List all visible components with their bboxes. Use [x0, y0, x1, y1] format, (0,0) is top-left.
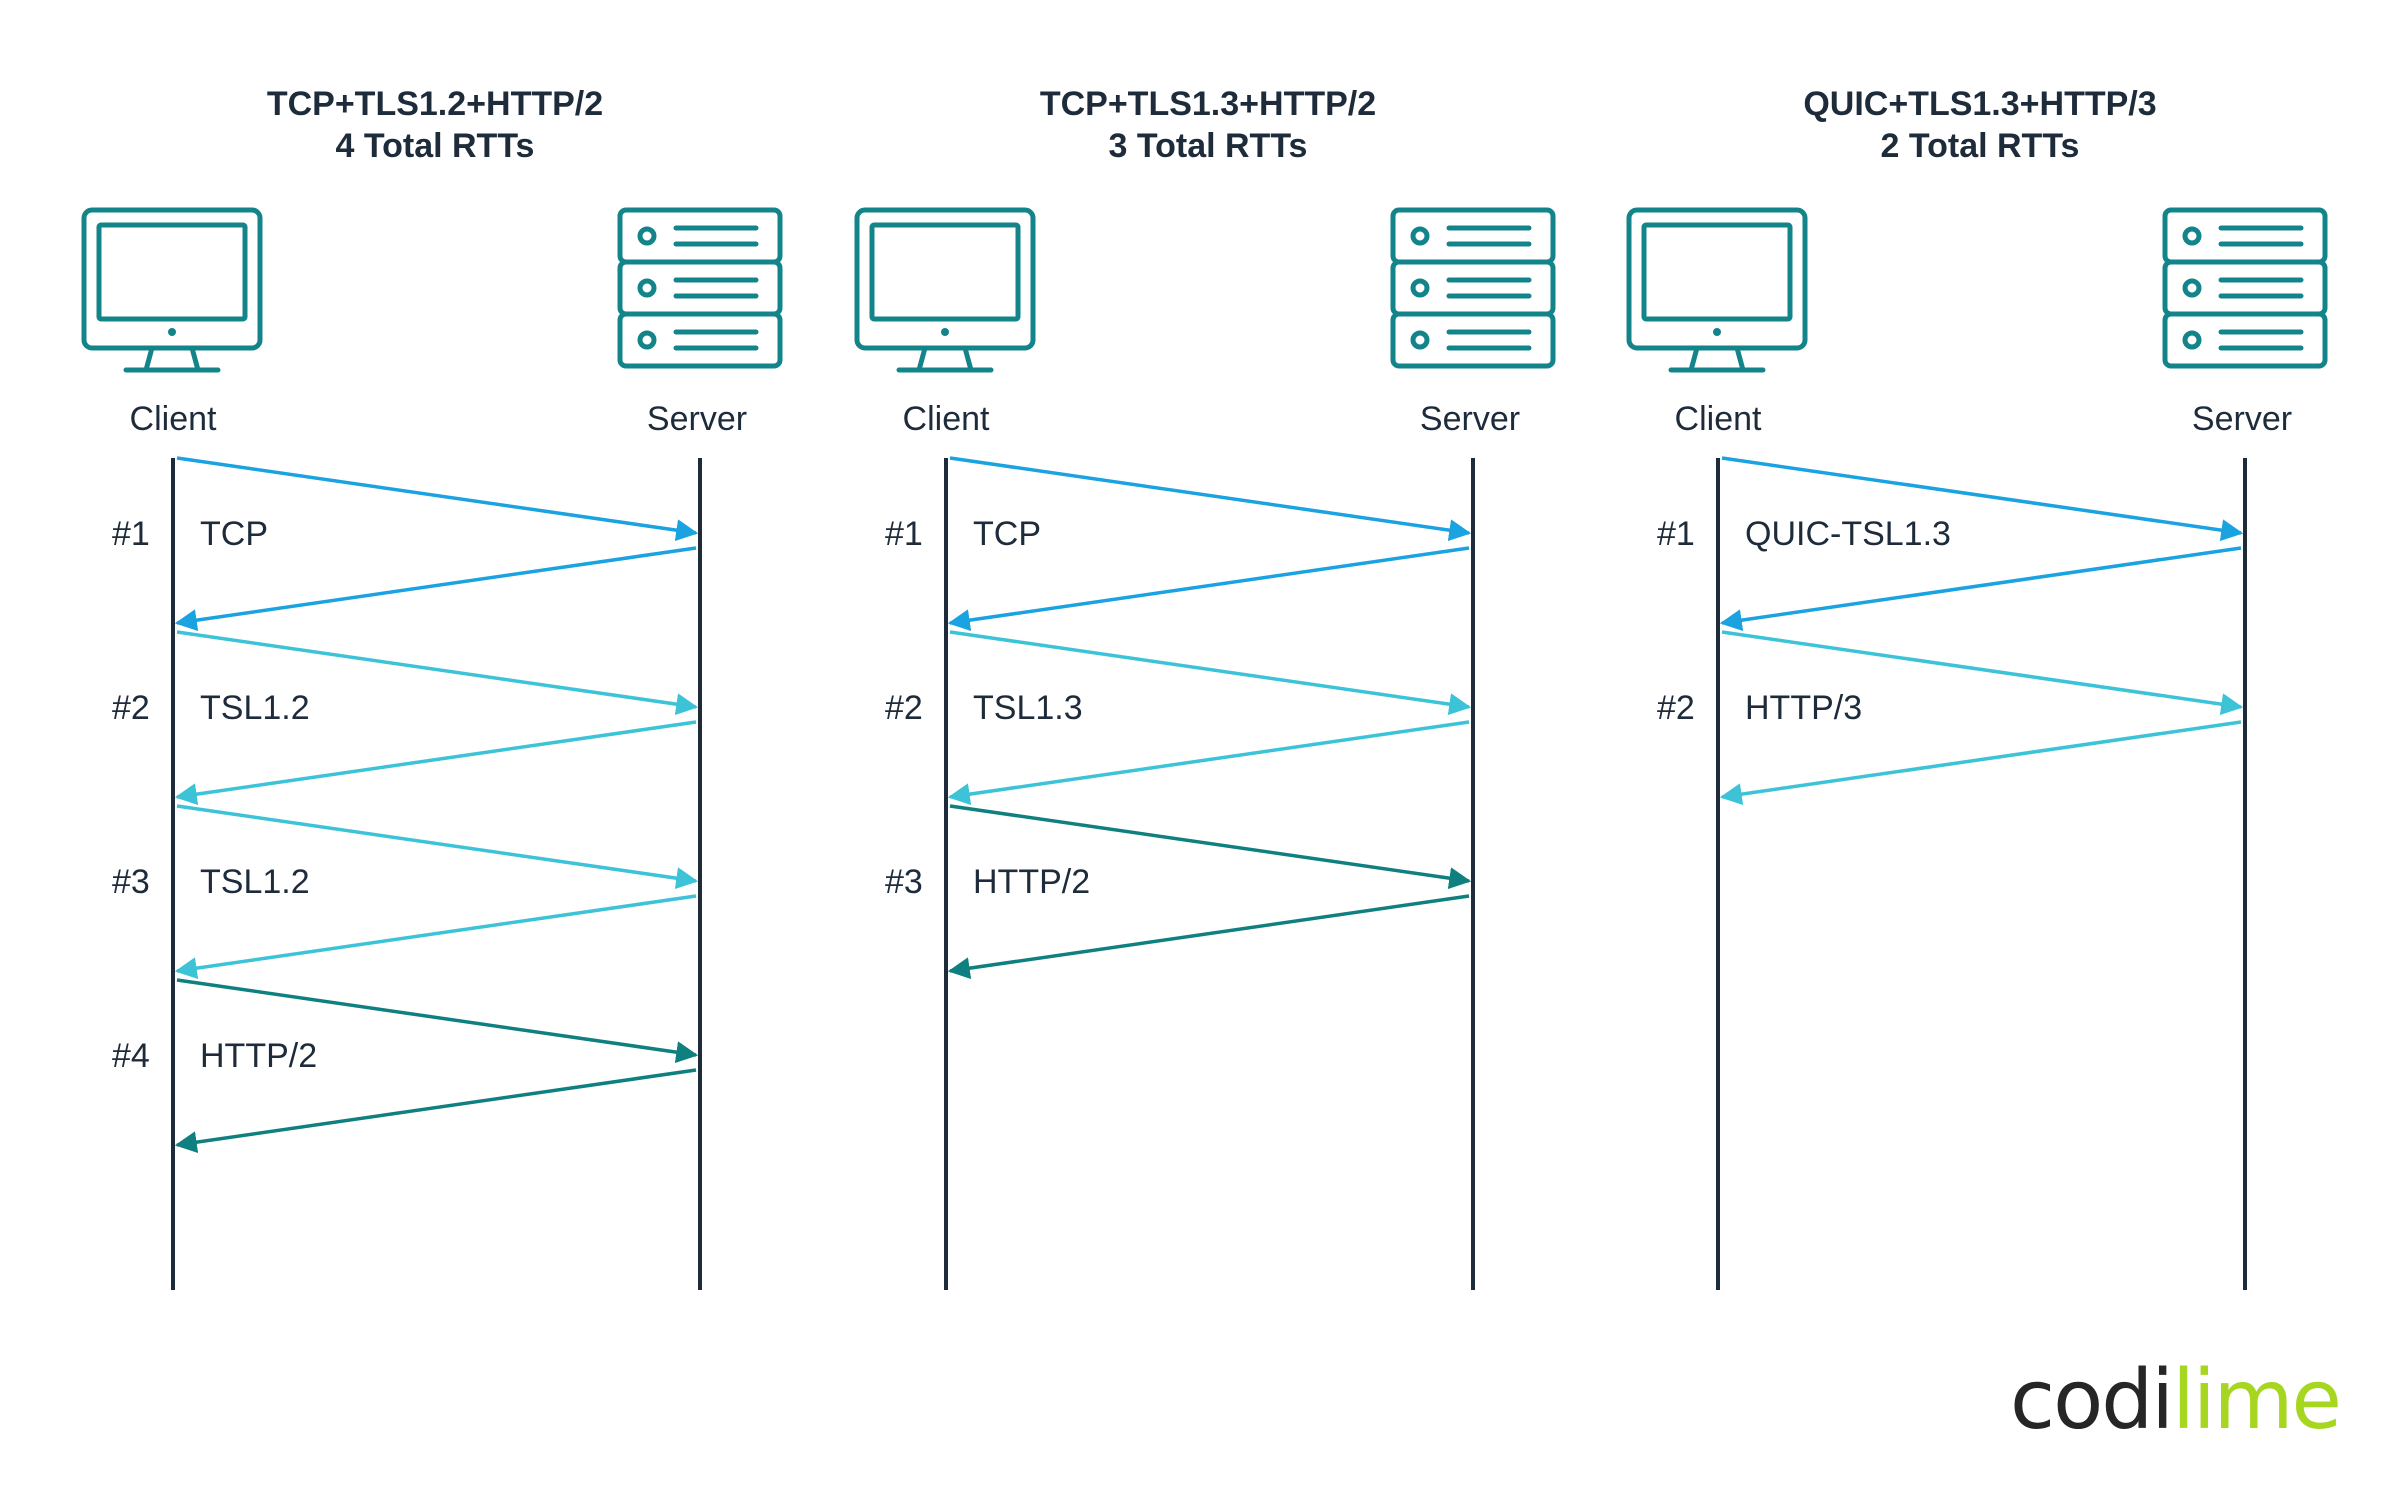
request-arrow: [176, 804, 699, 890]
panel-title: TCP+TLS1.3+HTTP/2: [1040, 85, 1376, 123]
panel-rtt-total: 2 Total RTTs: [1881, 127, 2080, 165]
step-label: HTTP/2: [200, 1037, 317, 1075]
server-label: Server: [647, 400, 747, 438]
panel-title: TCP+TLS1.2+HTTP/2: [267, 85, 603, 123]
step-label: HTTP/3: [1745, 689, 1862, 727]
step-number: #3: [885, 863, 923, 901]
response-arrow: [947, 546, 1470, 632]
server-label: Server: [1420, 400, 1520, 438]
response-arrow: [174, 720, 697, 806]
panel-title: QUIC+TLS1.3+HTTP/3: [1803, 85, 2156, 123]
step-label: TSL1.2: [200, 689, 310, 727]
step-number: #1: [112, 515, 150, 553]
step-number: #2: [112, 689, 150, 727]
request-arrow: [176, 630, 699, 716]
request-arrow: [949, 804, 1472, 890]
step-label: TCP: [200, 515, 268, 553]
request-arrow: [176, 978, 699, 1064]
step-number: #2: [1657, 689, 1695, 727]
step-number: #4: [112, 1037, 150, 1075]
logo-part-dark: codi: [2010, 1353, 2172, 1448]
request-arrow: [949, 456, 1472, 542]
panel-rtt-total: 4 Total RTTs: [336, 127, 535, 165]
step-number: #1: [885, 515, 923, 553]
client-label: Client: [130, 400, 217, 438]
step-label: QUIC-TSL1.3: [1745, 515, 1951, 553]
server-rack-icon: [1390, 207, 1556, 369]
client-label: Client: [1675, 400, 1762, 438]
response-arrow: [174, 1068, 697, 1154]
step-label: TSL1.3: [973, 689, 1083, 727]
request-arrow: [1721, 630, 2244, 716]
panel-rtt-total: 3 Total RTTs: [1109, 127, 1308, 165]
request-arrow: [176, 456, 699, 542]
codilime-logo: codilime: [2010, 1353, 2342, 1448]
server-rack-icon: [2162, 207, 2328, 369]
response-arrow: [174, 546, 697, 632]
step-label: TSL1.2: [200, 863, 310, 901]
client-label: Client: [903, 400, 990, 438]
step-number: #2: [885, 689, 923, 727]
logo-text: codilime: [2010, 1353, 2340, 1448]
response-arrow: [1719, 720, 2242, 806]
monitor-icon: [81, 207, 263, 373]
request-arrow: [1721, 456, 2244, 542]
response-arrow: [1719, 546, 2242, 632]
monitor-icon: [854, 207, 1036, 373]
response-arrow: [174, 894, 697, 980]
logo-part-green: lime: [2172, 1353, 2340, 1448]
step-label: HTTP/2: [973, 863, 1090, 901]
response-arrow: [947, 894, 1470, 980]
server-label: Server: [2192, 400, 2292, 438]
server-rack-icon: [617, 207, 783, 369]
step-label: TCP: [973, 515, 1041, 553]
step-number: #3: [112, 863, 150, 901]
response-arrow: [947, 720, 1470, 806]
request-arrow: [949, 630, 1472, 716]
monitor-icon: [1626, 207, 1808, 373]
step-number: #1: [1657, 515, 1695, 553]
